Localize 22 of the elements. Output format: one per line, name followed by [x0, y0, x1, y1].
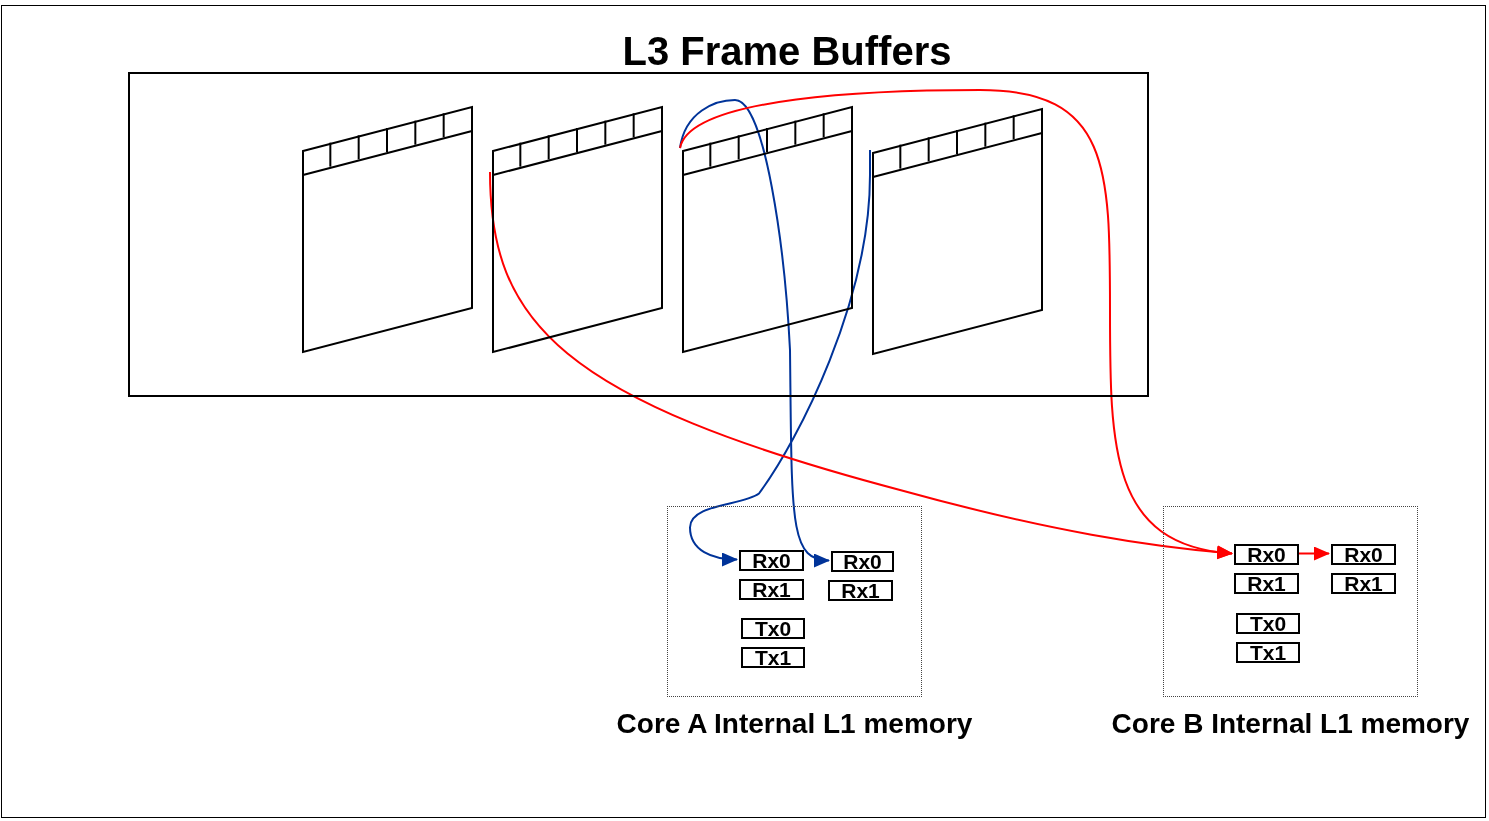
frame-buffer-drawing [872, 108, 1043, 355]
buffer-slot: Tx1 [1236, 642, 1300, 663]
buffer-slot: Rx1 [828, 580, 893, 601]
buffer-slot: Rx1 [739, 579, 804, 600]
buffer-slot: Tx0 [1236, 613, 1300, 634]
arrow [689, 149, 871, 567]
arrow [679, 89, 1233, 559]
buffer-slot: Rx1 [1331, 573, 1396, 594]
buffer-slot: Rx0 [739, 550, 804, 571]
buffer-slot: Rx0 [831, 551, 894, 572]
core-caption: Core A Internal L1 memory [615, 707, 974, 741]
buffer-slot: Tx0 [741, 618, 805, 639]
buffer-slot: Tx1 [741, 647, 805, 668]
buffer-slot: Rx0 [1331, 544, 1396, 565]
region-title: L3 Frame Buffers [621, 30, 953, 72]
frame-buffer-drawing [492, 106, 663, 353]
core-caption: Core B Internal L1 memory [1110, 707, 1471, 741]
arrow [679, 99, 830, 566]
frame-buffer-drawing [302, 106, 473, 353]
buffer-slot: Rx1 [1234, 573, 1299, 594]
frame-buffer-drawing [682, 106, 853, 353]
buffer-slot: Rx0 [1234, 544, 1299, 565]
